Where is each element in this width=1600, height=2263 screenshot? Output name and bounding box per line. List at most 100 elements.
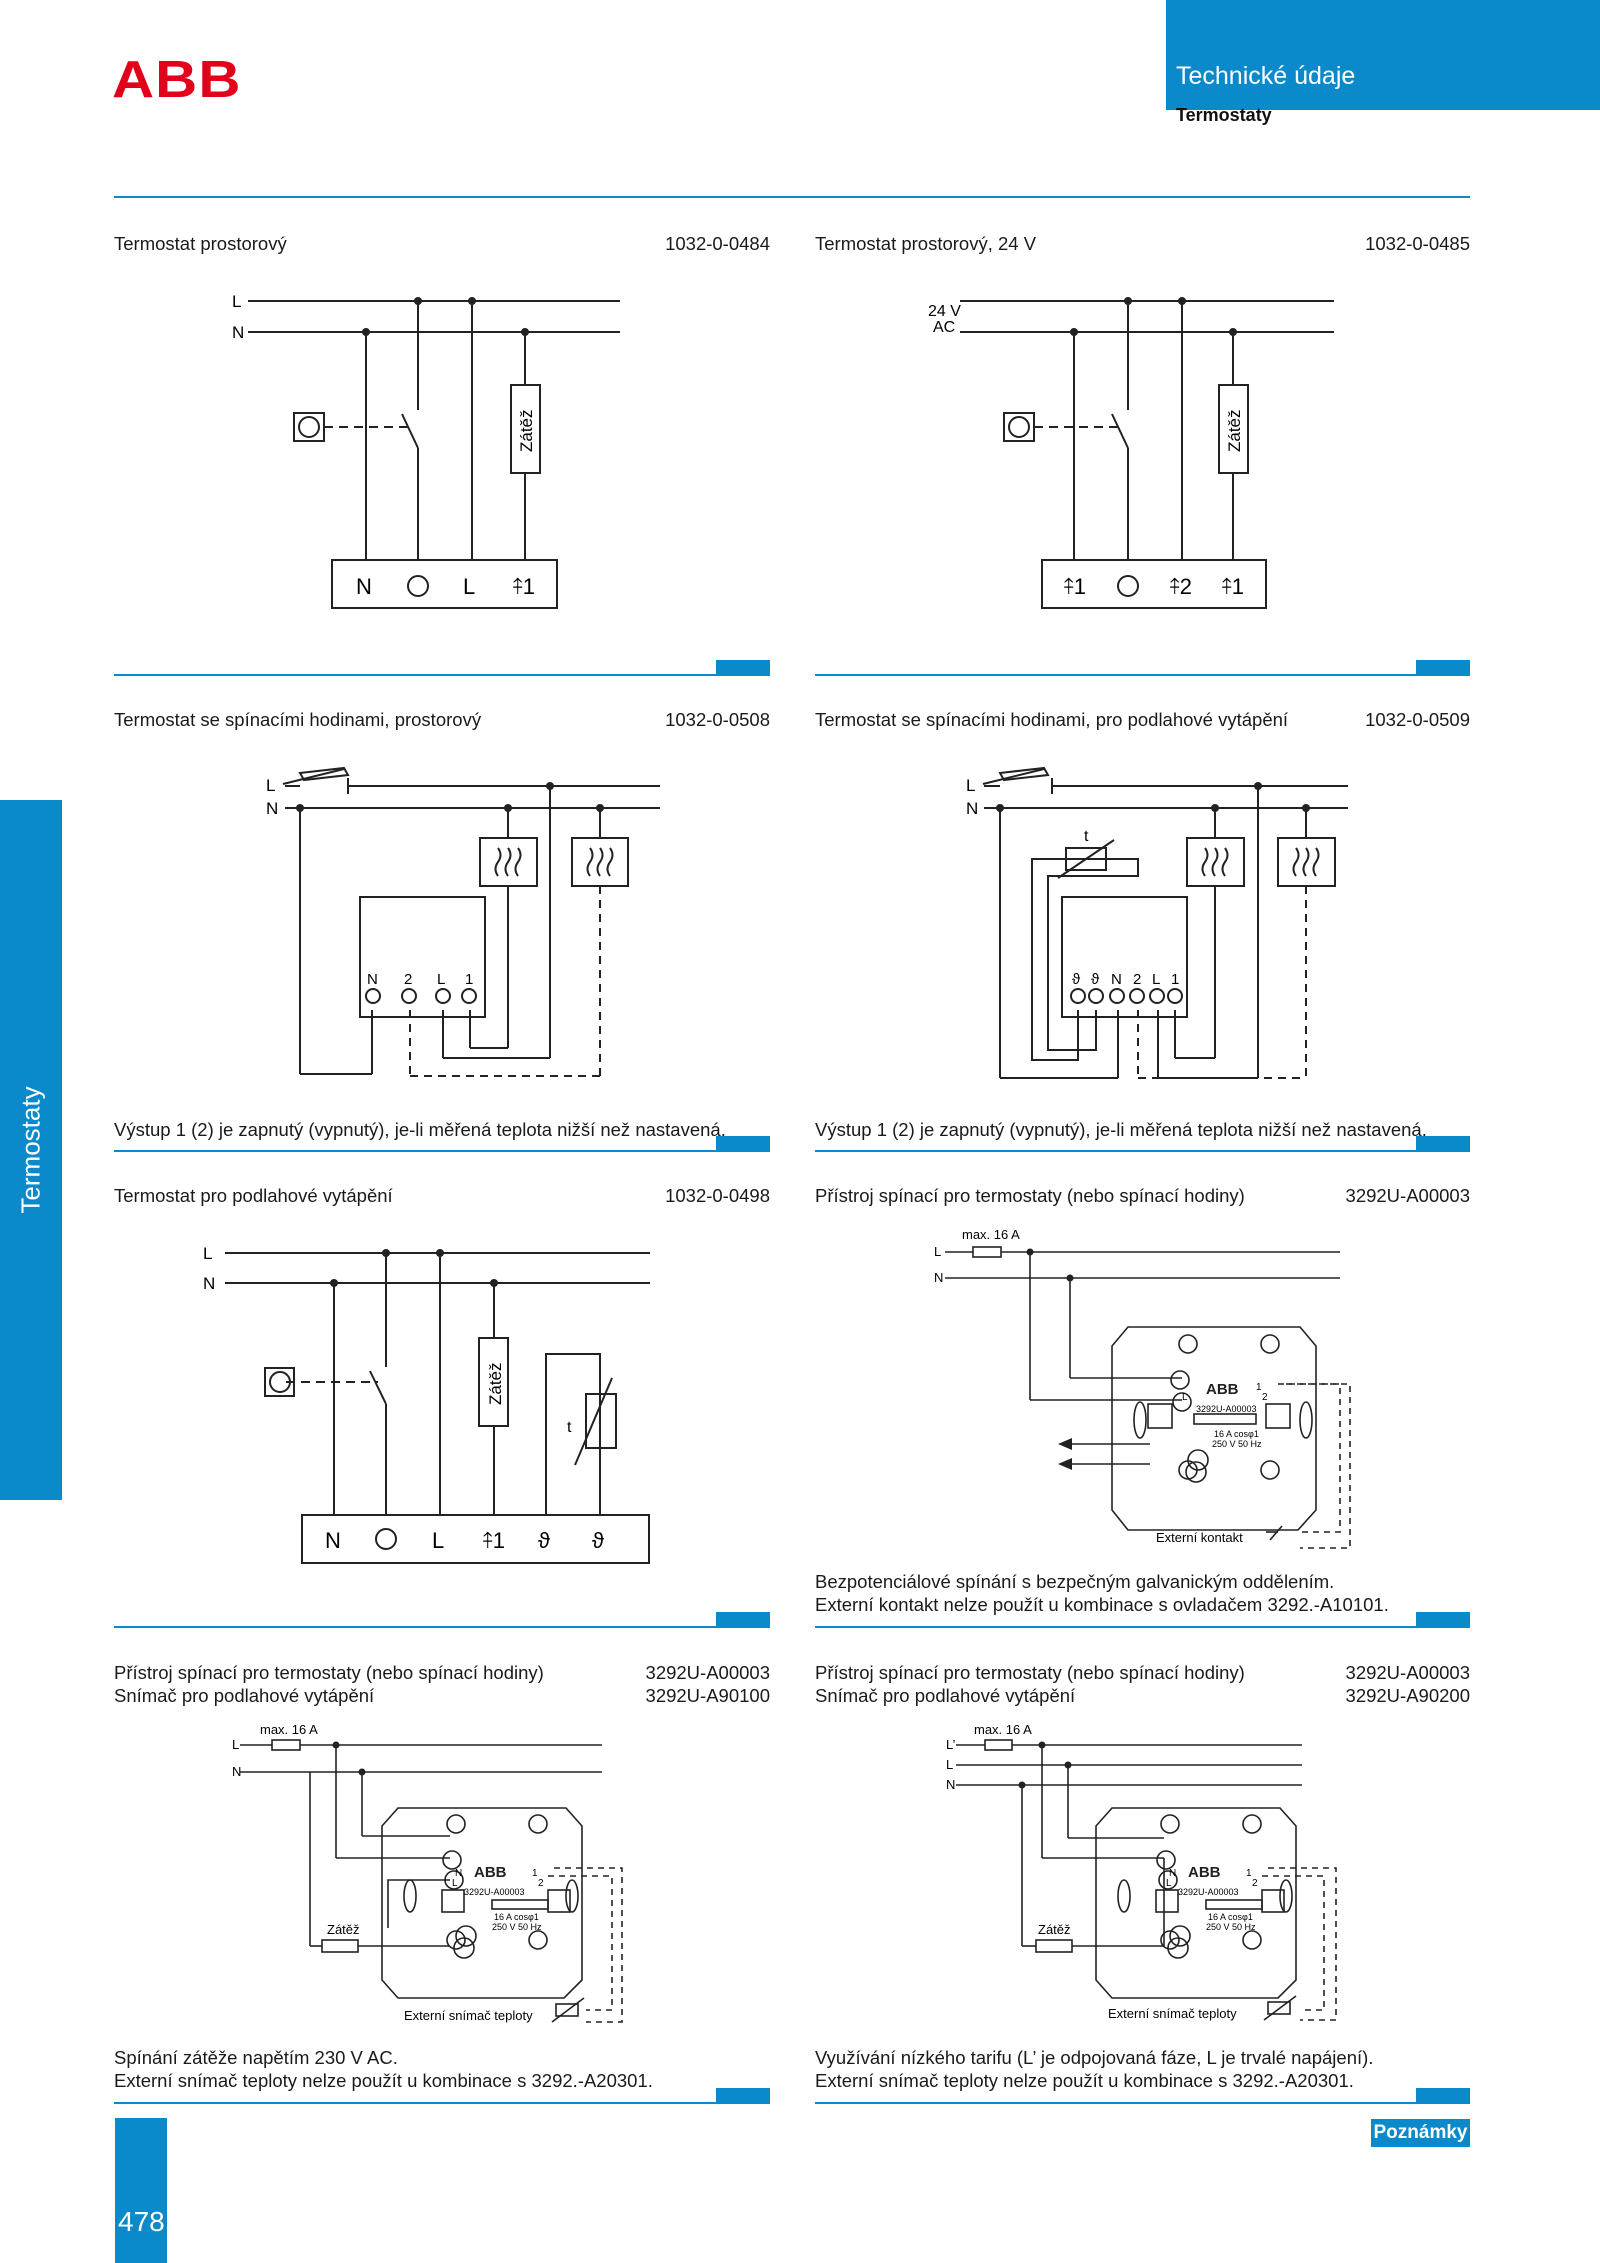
section-divider bbox=[114, 1136, 770, 1152]
terminal-theta-2: ϑ bbox=[592, 1528, 604, 1553]
section-note: Výstup 1 (2) je zapnutý (vypnutý), je-li… bbox=[815, 1119, 1427, 1140]
device-code: 3292U-A00003 bbox=[1178, 1887, 1239, 1897]
section-divider bbox=[114, 660, 770, 676]
terminal-L: L bbox=[1152, 971, 1160, 988]
terminal-1: 1 bbox=[465, 971, 473, 988]
clock-icon bbox=[1117, 575, 1139, 597]
section-note: Výstup 1 (2) je zapnutý (vypnutý), je-li… bbox=[114, 1119, 726, 1140]
header-band bbox=[1166, 0, 1600, 110]
section-title: Termostat prostorový bbox=[114, 233, 287, 254]
page-number-tab bbox=[115, 2118, 167, 2263]
device-rating: 16 A cosφ1 bbox=[1214, 1429, 1259, 1439]
terminal-1: ⤉1 bbox=[1064, 574, 1086, 599]
line-label-L: L bbox=[232, 1737, 239, 1752]
device-rating: 16 A cosφ1 bbox=[494, 1912, 539, 1922]
line-label-N: N bbox=[934, 1270, 943, 1285]
external-sensor-label: Externí snímač teploty bbox=[404, 2008, 533, 2023]
line-label-L: L bbox=[946, 1757, 953, 1772]
page-subtitle: Termostaty bbox=[1176, 105, 1272, 125]
external-contact-label: Externí kontakt bbox=[1156, 1530, 1243, 1545]
device-logo: ABB bbox=[1206, 1381, 1239, 1398]
line-label-N: N bbox=[203, 1274, 215, 1293]
supply-label: 24 V bbox=[928, 303, 961, 320]
fuse-label: max. 16 A bbox=[962, 1227, 1020, 1242]
terminal-2: 2 bbox=[404, 971, 412, 988]
terminal-theta: ϑ bbox=[538, 1528, 550, 1553]
sensor-label: t bbox=[567, 1419, 572, 1436]
terminal-N: N bbox=[455, 1868, 462, 1879]
line-label-N: N bbox=[966, 799, 978, 818]
terminal-2: 2 bbox=[1133, 971, 1141, 988]
section-note: Externí snímač teploty nelze použít u ko… bbox=[815, 2070, 1354, 2091]
terminal-L: L bbox=[1182, 1392, 1188, 1403]
section-note: Využívání nízkého tarifu (L’ je odpojova… bbox=[815, 2047, 1374, 2068]
terminal-2: 2 bbox=[538, 1878, 544, 1889]
fuse-label: max. 16 A bbox=[974, 1722, 1032, 1737]
terminal-1: 1 bbox=[1171, 971, 1179, 988]
terminal-L: L bbox=[432, 1528, 444, 1553]
sensor-label: t bbox=[1084, 828, 1089, 845]
page-number: 478 bbox=[118, 2206, 165, 2237]
device-logo: ABB bbox=[474, 1864, 507, 1881]
terminal-theta-2: ϑ bbox=[1091, 971, 1100, 988]
section-note: Externí snímač teploty nelze použít u ko… bbox=[114, 2070, 653, 2091]
sidebar-tab bbox=[0, 800, 62, 1500]
terminal-theta: ϑ bbox=[1072, 971, 1081, 988]
line-label-L: L bbox=[966, 776, 975, 795]
section-code: 1032-0-0498 bbox=[665, 1185, 770, 1206]
terminal-1: ⤉1 bbox=[513, 574, 535, 599]
line-label-L: L bbox=[232, 292, 241, 311]
device-rating-2: 250 V 50 Hz bbox=[492, 1922, 542, 1932]
device-code: 3292U-A00003 bbox=[464, 1887, 525, 1897]
terminal-L: L bbox=[1166, 1878, 1172, 1889]
clock-icon bbox=[407, 575, 429, 597]
terminal-L: L bbox=[452, 1878, 458, 1889]
load-label: Zátěž bbox=[1225, 409, 1244, 452]
section-code: 3292U-A00003 bbox=[1345, 1185, 1470, 1206]
device-rating-2: 250 V 50 Hz bbox=[1212, 1439, 1262, 1449]
terminal-1: ⤉1 bbox=[483, 1528, 505, 1553]
line-label-L: L bbox=[934, 1244, 941, 1259]
terminal-N: N bbox=[356, 574, 372, 599]
terminal-N: N bbox=[1111, 971, 1122, 988]
section-divider bbox=[815, 1612, 1470, 1628]
terminal-1: 1 bbox=[532, 1868, 538, 1879]
line-label-Lprime: L’ bbox=[946, 1737, 956, 1752]
line-label-N: N bbox=[266, 799, 278, 818]
clock-icon bbox=[375, 1528, 397, 1550]
section-code: 1032-0-0484 bbox=[665, 233, 770, 254]
device-logo: ABB bbox=[1188, 1864, 1221, 1881]
notes-link[interactable]: Poznámky bbox=[1371, 2119, 1470, 2147]
line-label-N: N bbox=[232, 1764, 241, 1779]
terminal-1: 1 bbox=[1256, 1382, 1262, 1393]
fuse-label: max. 16 A bbox=[260, 1722, 318, 1737]
line-label-N: N bbox=[946, 1777, 955, 1792]
section-code: 3292U-A00003 bbox=[1345, 1662, 1470, 1683]
line-label-L: L bbox=[266, 776, 275, 795]
supply-label-ac: AC bbox=[933, 319, 955, 336]
section-code: 1032-0-0485 bbox=[1365, 233, 1470, 254]
device-code: 3292U-A00003 bbox=[1196, 1404, 1257, 1414]
section-note: Externí kontakt nelze použít u kombinace… bbox=[815, 1594, 1389, 1615]
section-title: Termostat prostorový, 24 V bbox=[815, 233, 1037, 254]
section-title: Termostat pro podlahové vytápění bbox=[114, 1185, 393, 1206]
section-title-2: Snímač pro podlahové vytápění bbox=[114, 1685, 375, 1706]
section-title: Přístroj spínací pro termostaty (nebo sp… bbox=[114, 1662, 544, 1683]
device-rating: 16 A cosφ1 bbox=[1208, 1912, 1253, 1922]
terminal-1b: ⤉1 bbox=[1222, 574, 1244, 599]
abb-logo: ABB bbox=[112, 51, 242, 109]
section-title: Termostat se spínacími hodinami, prostor… bbox=[114, 709, 482, 730]
section-note: Spínání zátěže napětím 230 V AC. bbox=[114, 2047, 398, 2068]
section-divider bbox=[815, 1136, 1470, 1152]
line-label-N: N bbox=[232, 323, 244, 342]
terminal-2: ⤉2 bbox=[1170, 574, 1192, 599]
line-label-L: L bbox=[203, 1244, 212, 1263]
section-code: 1032-0-0508 bbox=[665, 709, 770, 730]
section-title: Termostat se spínacími hodinami, pro pod… bbox=[815, 709, 1289, 730]
